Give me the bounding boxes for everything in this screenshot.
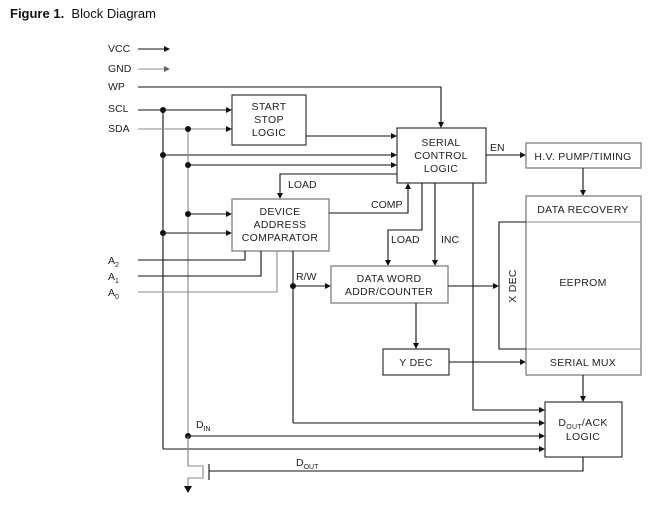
mux-to-dout-wire bbox=[580, 375, 586, 402]
pin-a2-label: A2 bbox=[108, 255, 119, 269]
figure-caption: Block Diagram bbox=[71, 6, 156, 21]
svg-text:LOGIC: LOGIC bbox=[424, 163, 458, 175]
pin-a1-label: A1 bbox=[108, 271, 119, 285]
load-mid-label: LOAD bbox=[391, 234, 420, 246]
gnd-wire bbox=[138, 66, 170, 72]
pin-a0-label: A0 bbox=[108, 287, 119, 301]
svg-text:SERIAL: SERIAL bbox=[421, 137, 460, 149]
svg-text:LOGIC: LOGIC bbox=[566, 431, 600, 443]
svg-text:DEVICE: DEVICE bbox=[260, 206, 301, 218]
control-to-dout-wire bbox=[472, 183, 545, 413]
eeprom-array bbox=[498, 195, 642, 376]
sda-wire bbox=[138, 126, 545, 466]
wp-wire bbox=[138, 86, 444, 128]
serial-mux-block: SERIAL MUX bbox=[550, 357, 616, 369]
y-dec-block: Y DEC bbox=[382, 348, 450, 376]
din-label: DIN bbox=[196, 419, 211, 433]
pump-to-recovery-wire bbox=[580, 168, 586, 196]
svg-text:ADDRESS: ADDRESS bbox=[254, 219, 307, 231]
eeprom-block: EEPROM bbox=[559, 277, 606, 289]
rw-label: R/W bbox=[296, 271, 317, 283]
output-transistor-symbol bbox=[184, 436, 210, 493]
svg-text:ADDR/COUNTER: ADDR/COUNTER bbox=[345, 286, 433, 298]
comp-label: COMP bbox=[371, 199, 403, 211]
svg-text:START: START bbox=[252, 101, 287, 113]
pin-vcc-label: VCC bbox=[108, 43, 131, 55]
figure-number: Figure 1. bbox=[10, 6, 65, 21]
a-pin-wires bbox=[138, 251, 278, 293]
start-stop-to-control-wire bbox=[306, 133, 397, 139]
dout-wire bbox=[209, 457, 584, 472]
comp-wire bbox=[329, 183, 411, 214]
inc-wire bbox=[432, 183, 438, 266]
svg-text:H.V. PUMP/TIMING: H.V. PUMP/TIMING bbox=[534, 151, 631, 163]
rw-wire bbox=[290, 251, 545, 426]
svg-text:DOUT/ACK: DOUT/ACK bbox=[558, 417, 607, 431]
dout-label: DOUT bbox=[296, 457, 319, 471]
svg-text:LOGIC: LOGIC bbox=[252, 127, 286, 139]
dout-ack-logic-block: DOUT/ACK LOGIC bbox=[544, 401, 623, 458]
data-recovery-block: DATA RECOVERY bbox=[537, 204, 628, 216]
svg-text:STOP: STOP bbox=[254, 114, 284, 126]
pin-gnd-label: GND bbox=[108, 63, 132, 75]
counter-to-ydec-wire bbox=[413, 303, 419, 349]
x-dec-block: X DEC bbox=[507, 269, 519, 303]
hv-pump-timing-block: H.V. PUMP/TIMING bbox=[525, 142, 642, 169]
en-wire bbox=[486, 152, 526, 158]
load-to-counter-wire bbox=[385, 183, 423, 266]
pin-wp-label: WP bbox=[108, 81, 125, 93]
pin-scl-label: SCL bbox=[108, 103, 129, 115]
counter-to-xdec-wire bbox=[448, 283, 499, 289]
svg-text:CONTROL: CONTROL bbox=[414, 150, 467, 162]
start-stop-logic-block: START STOP LOGIC bbox=[231, 94, 307, 146]
svg-text:Y DEC: Y DEC bbox=[399, 357, 433, 369]
pin-sda-label: SDA bbox=[108, 123, 130, 135]
scl-wire bbox=[138, 107, 545, 452]
device-address-comparator-block: DEVICE ADDRESS COMPARATOR bbox=[231, 198, 330, 252]
svg-text:DATA WORD: DATA WORD bbox=[357, 273, 422, 285]
vcc-wire bbox=[138, 46, 170, 52]
serial-control-logic-block: SERIAL CONTROL LOGIC bbox=[396, 127, 487, 184]
ydec-to-mux-wire bbox=[449, 359, 526, 365]
data-word-addr-counter-block: DATA WORD ADDR/COUNTER bbox=[330, 265, 449, 304]
load-top-label: LOAD bbox=[288, 179, 317, 191]
svg-text:COMPARATOR: COMPARATOR bbox=[242, 232, 319, 244]
inc-label: INC bbox=[441, 234, 460, 246]
load-to-comparator-wire bbox=[277, 173, 397, 199]
en-label: EN bbox=[490, 142, 505, 154]
figure-title: Figure 1. Block Diagram bbox=[10, 6, 156, 21]
